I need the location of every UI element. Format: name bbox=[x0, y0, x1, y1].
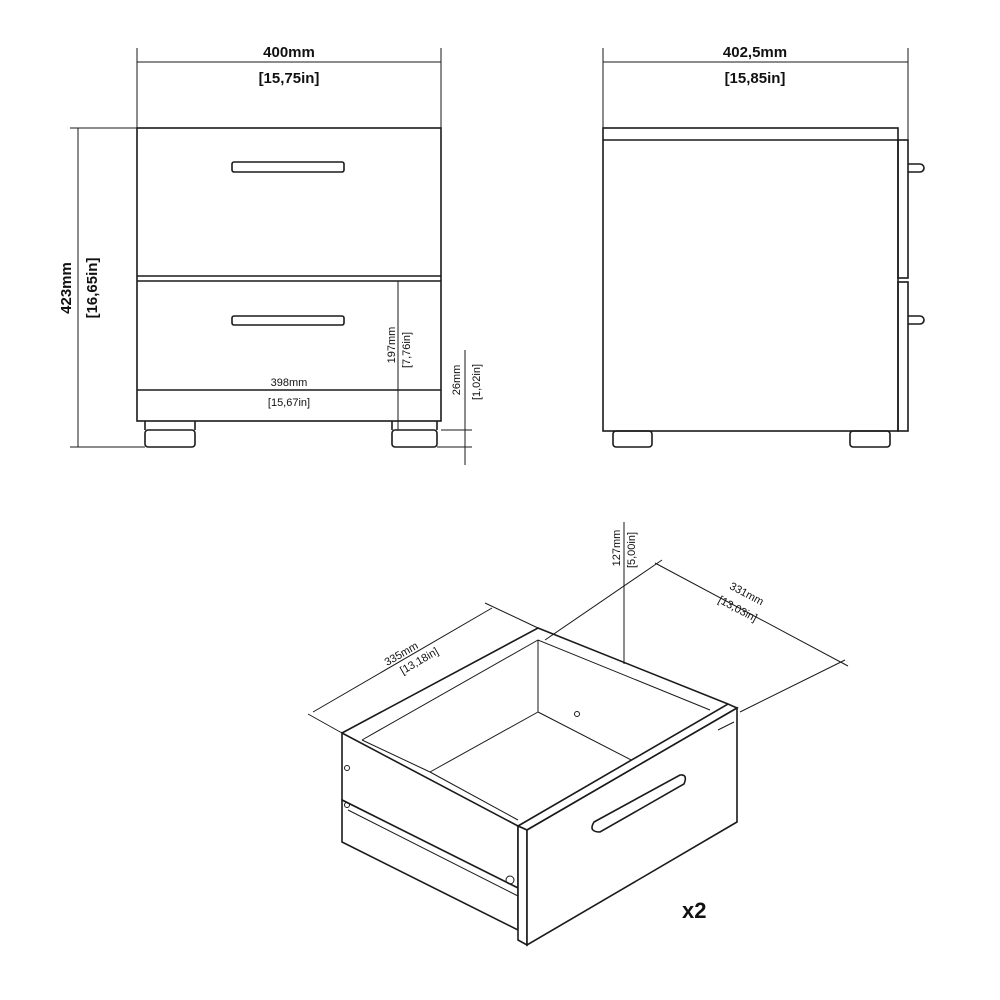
extension-line bbox=[739, 659, 846, 713]
drawer-front-edge bbox=[517, 824, 528, 947]
foot bbox=[391, 429, 438, 448]
inner-width-in-label: [15,67in] bbox=[268, 397, 310, 409]
depth-in-label: [15,85in] bbox=[725, 70, 786, 87]
drawer-handle bbox=[591, 774, 687, 833]
knob-profile bbox=[908, 163, 925, 173]
width-in-label: [15,75in] bbox=[259, 70, 320, 87]
floor-back-edge bbox=[429, 711, 539, 773]
foot bbox=[144, 429, 196, 448]
side-view: 402,5mm [15,85in] bbox=[602, 44, 925, 448]
screw-hole bbox=[344, 765, 350, 771]
front-view: 400mm [15,75in] 423mm [16,65in] 197mm [7… bbox=[58, 44, 483, 465]
foot bbox=[612, 430, 653, 448]
foot bbox=[849, 430, 891, 448]
drawer-front-edge bbox=[897, 139, 909, 279]
drawer-top-rim bbox=[341, 627, 729, 734]
screw-hole bbox=[344, 802, 350, 808]
left-inner-edge bbox=[361, 739, 431, 773]
depth-mm-label: 402,5mm bbox=[723, 44, 787, 61]
panel-mark bbox=[717, 721, 735, 731]
drawer-height-mm-label: 127mm bbox=[611, 530, 623, 567]
runner-rail bbox=[347, 809, 519, 897]
drawer-perspective: 127mm [5,00in] 331mm [13,03in] 335mm [13… bbox=[307, 522, 849, 947]
drawer-height-in-label: [7,76in] bbox=[401, 332, 413, 368]
extension-line bbox=[544, 559, 663, 641]
extension-line bbox=[484, 602, 539, 629]
inner-width-mm-label: 398mm bbox=[271, 377, 308, 389]
cabinet-body bbox=[136, 127, 442, 422]
foot-height-in-label: [1,02in] bbox=[471, 364, 483, 400]
back-hole bbox=[574, 711, 580, 717]
quantity-label: x2 bbox=[682, 898, 706, 923]
height-mm-label: 423mm bbox=[58, 262, 75, 314]
height-in-label: [16,65in] bbox=[84, 258, 101, 319]
foot-height-mm-label: 26mm bbox=[451, 365, 463, 396]
width-mm-label: 400mm bbox=[263, 44, 315, 61]
drawer-handle bbox=[231, 315, 345, 326]
drawer-front-panel bbox=[526, 706, 738, 947]
drawer-front-edge bbox=[897, 281, 909, 432]
floor-left-edge bbox=[429, 771, 519, 821]
dimension-line bbox=[312, 607, 493, 713]
extension-line bbox=[307, 713, 343, 734]
drawer-inner-rim bbox=[361, 639, 711, 741]
dimension-line bbox=[654, 562, 849, 667]
drawer-height-in-label: [5,00in] bbox=[626, 532, 638, 568]
drawer-handle bbox=[231, 161, 345, 173]
cabinet-side bbox=[602, 127, 899, 432]
drawer-height-mm-label: 197mm bbox=[386, 327, 398, 364]
runner-wheel bbox=[505, 875, 515, 885]
knob-profile bbox=[908, 315, 925, 325]
